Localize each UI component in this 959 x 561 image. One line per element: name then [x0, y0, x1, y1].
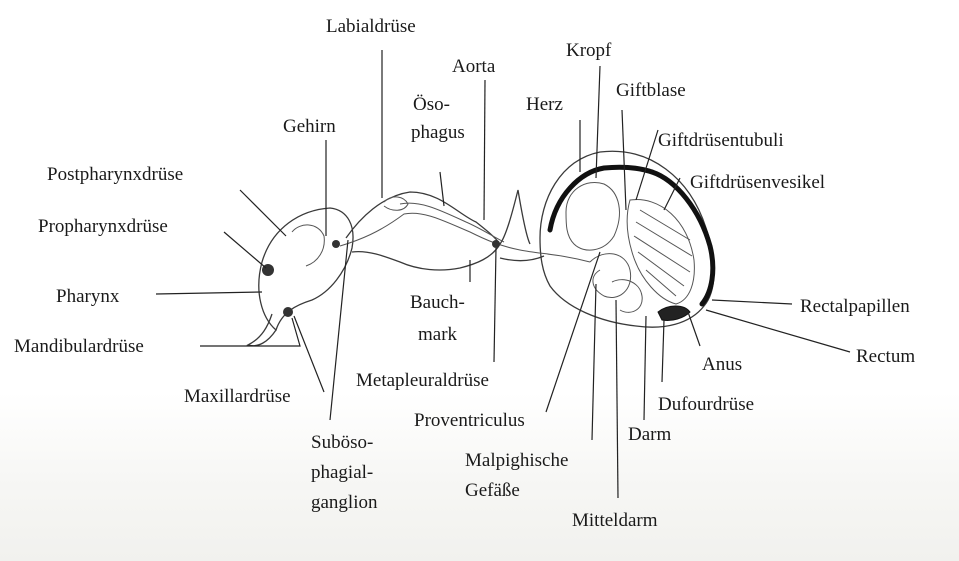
- label-metapleuraldruese: Metapleuraldrüse: [356, 370, 489, 391]
- brain-dot: [332, 240, 340, 248]
- label-kropf: Kropf: [566, 40, 612, 61]
- label-gefaesse: Gefäße: [465, 480, 520, 501]
- label-anus: Anus: [702, 354, 742, 375]
- label-pharynx: Pharynx: [56, 286, 120, 307]
- rectum-shape: [658, 306, 690, 321]
- label-mandibulardruese: Mandibulardrüse: [14, 336, 144, 357]
- crop-outline: [566, 182, 619, 250]
- mandible-outline: [248, 314, 276, 346]
- label-bauchmark-2: mark: [418, 324, 458, 345]
- proventriculus-dot: [492, 240, 500, 248]
- label-gehirn: Gehirn: [283, 116, 336, 137]
- label-giftdruesentubuli: Giftdrüsentubuli: [658, 130, 784, 151]
- waist-line: [500, 256, 544, 261]
- label-bauchmark-1: Bauch-: [410, 292, 465, 313]
- thorax-outline: [346, 192, 500, 270]
- maxillary-gland: [283, 307, 293, 317]
- label-oesophagus-1: Öso-: [413, 94, 450, 115]
- label-postpharynxdruese: Postpharynxdrüse: [47, 164, 183, 185]
- labels: Labialdrüse Aorta Kropf Öso- phagus Herz…: [14, 16, 915, 531]
- label-herz: Herz: [526, 94, 563, 115]
- label-giftblase: Giftblase: [616, 80, 686, 101]
- label-labialdruese: Labialdrüse: [326, 16, 416, 37]
- label-suboesophagial-2: phagial-: [311, 462, 373, 483]
- venom-hatch: [634, 210, 692, 296]
- label-malpighische: Malpighische: [465, 450, 568, 471]
- label-rectalpapillen: Rectalpapillen: [800, 296, 910, 317]
- label-suboesophagial-3: ganglion: [311, 492, 378, 513]
- label-oesophagus-2: phagus: [411, 122, 465, 143]
- label-proventriculus: Proventriculus: [414, 410, 525, 431]
- label-suboesophagial-1: Suböso-: [311, 432, 373, 453]
- head-inner: [292, 225, 324, 266]
- aorta-line: [400, 203, 504, 242]
- label-mitteldarm: Mitteldarm: [572, 510, 658, 531]
- label-darm: Darm: [628, 424, 671, 445]
- label-maxillardruese: Maxillardrüse: [184, 386, 291, 407]
- label-giftdruesenvesikel: Giftdrüsenvesikel: [690, 172, 825, 193]
- label-rectum: Rectum: [856, 346, 915, 367]
- label-dufourdruese: Dufourdrüse: [658, 394, 754, 415]
- ant-body: [248, 151, 714, 345]
- label-aorta: Aorta: [452, 56, 496, 77]
- label-propharynxdruese: Propharynxdrüse: [38, 216, 168, 237]
- petiole-outline: [500, 190, 530, 244]
